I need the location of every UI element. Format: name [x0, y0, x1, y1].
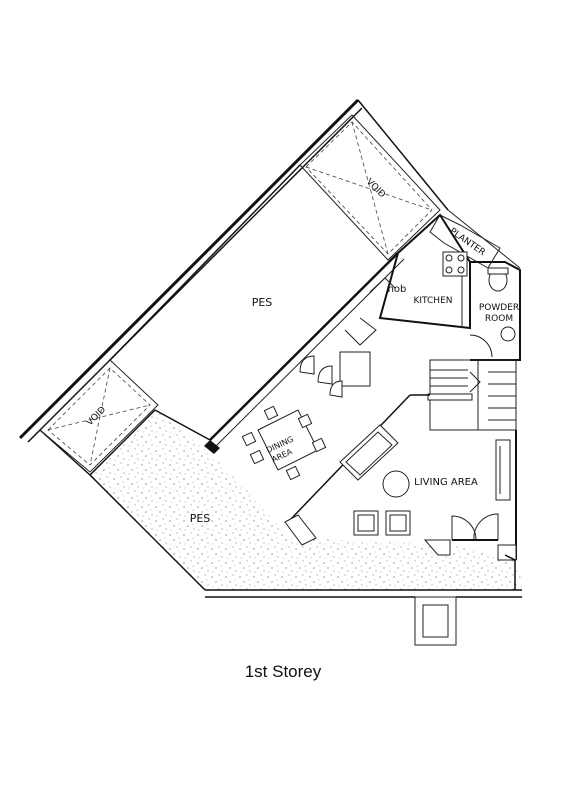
floor-caption: 1st Storey [244, 662, 322, 681]
pes-lower-area [90, 410, 522, 590]
hob-label: hob [388, 284, 407, 295]
powder-room-label-line1: POWDER [479, 303, 519, 313]
living-area-label: LIVING AREA [414, 477, 478, 488]
balcony-bay [414, 596, 457, 646]
pes-lower-label: PES [190, 512, 211, 525]
powder-room-label-line2: ROOM [485, 314, 513, 324]
staircase [427, 359, 517, 431]
void-upper [299, 114, 441, 261]
pes-upper-label: PES [252, 296, 273, 309]
wall-stubs [204, 440, 517, 590]
dining-area [241, 317, 377, 481]
kitchen-label: KITCHEN [414, 296, 453, 306]
void-lower-label: VOID [85, 405, 108, 428]
powder-room [469, 261, 521, 361]
living-area [289, 394, 517, 560]
kitchen-area [369, 213, 471, 330]
void-upper-label: VOID [364, 177, 387, 200]
void-lower [39, 359, 159, 473]
